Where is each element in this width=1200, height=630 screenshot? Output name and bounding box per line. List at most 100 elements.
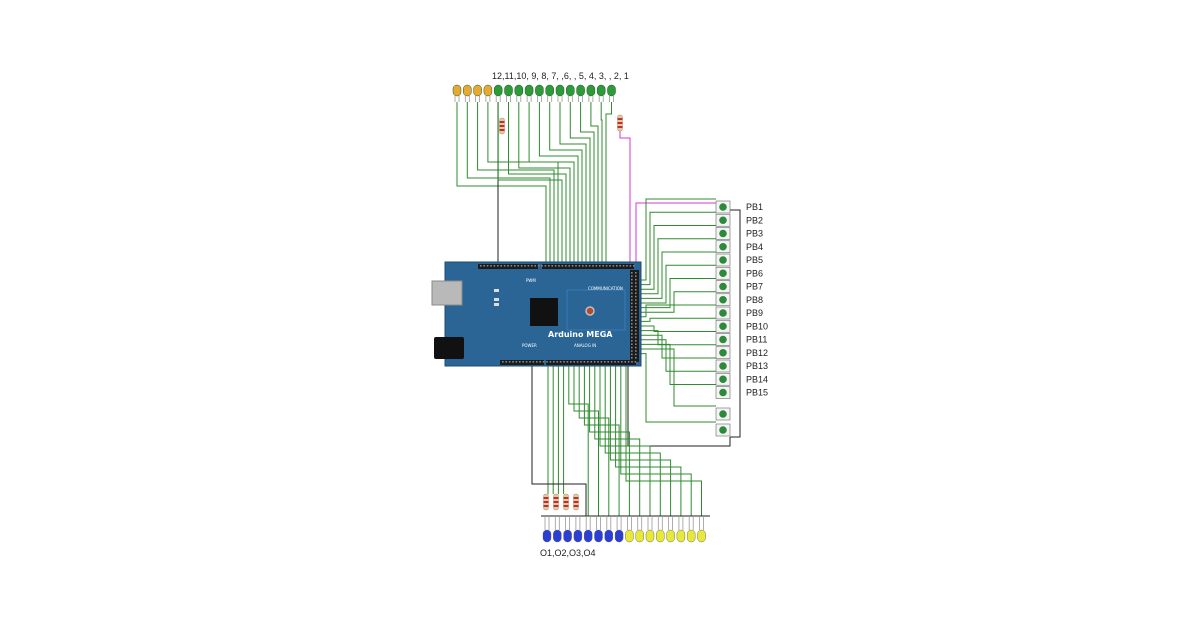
pin bbox=[599, 265, 601, 267]
pin bbox=[631, 361, 633, 363]
wire-pushbutton bbox=[637, 238, 716, 295]
blue-led bbox=[584, 516, 593, 543]
resistor-band bbox=[543, 501, 549, 503]
pin bbox=[524, 265, 526, 267]
led-dome bbox=[555, 84, 565, 97]
pin bbox=[583, 361, 586, 363]
led-tx-icon bbox=[494, 298, 499, 301]
pin bbox=[483, 265, 485, 267]
pushbutton-label: PB1 bbox=[746, 202, 763, 212]
pin bbox=[542, 361, 545, 363]
led-dome bbox=[607, 84, 616, 97]
pushbutton: PB2 bbox=[715, 213, 763, 227]
pin bbox=[631, 306, 633, 308]
wire-pushbutton bbox=[637, 317, 716, 322]
bottom-led-row bbox=[542, 516, 706, 543]
led-dome bbox=[535, 84, 544, 97]
green-led bbox=[504, 84, 513, 102]
pushbutton-label: PB13 bbox=[746, 361, 768, 371]
pin bbox=[635, 346, 637, 349]
yellow-led bbox=[687, 516, 696, 543]
orange-led bbox=[463, 84, 472, 102]
pushbutton bbox=[715, 407, 731, 421]
pin bbox=[612, 265, 615, 267]
pin bbox=[553, 361, 555, 363]
resistor-band bbox=[563, 505, 569, 507]
pin bbox=[621, 361, 623, 363]
resistor-band bbox=[617, 126, 623, 128]
wire-top-green bbox=[559, 102, 587, 264]
pin bbox=[558, 265, 560, 267]
pin bbox=[600, 361, 603, 363]
pushbutton-label: PB7 bbox=[746, 282, 763, 292]
led-l-icon bbox=[494, 289, 499, 292]
comm-chip-icon bbox=[566, 289, 626, 331]
wire-top-green bbox=[590, 102, 599, 264]
usb-connector-icon bbox=[431, 280, 463, 306]
pin bbox=[575, 265, 577, 267]
bottom-resistor-2 bbox=[553, 493, 559, 511]
pin bbox=[582, 265, 584, 267]
pin bbox=[631, 319, 633, 322]
pin bbox=[635, 357, 637, 359]
pushbutton: PB3 bbox=[715, 227, 763, 240]
pin bbox=[627, 361, 630, 363]
yellow-led bbox=[635, 516, 644, 543]
led-dome bbox=[604, 529, 613, 543]
pin bbox=[617, 361, 620, 363]
pushbutton: PB8 bbox=[715, 293, 763, 307]
top-resistor-right bbox=[617, 114, 623, 132]
pin bbox=[510, 265, 513, 267]
pin bbox=[493, 265, 496, 267]
pin bbox=[554, 265, 557, 267]
pin bbox=[607, 361, 609, 363]
pushbutton-label: PB11 bbox=[746, 335, 767, 345]
pin bbox=[576, 361, 579, 363]
top-resistor-left bbox=[499, 117, 505, 135]
pin bbox=[559, 361, 562, 363]
wire-bottom-ground bbox=[531, 366, 587, 516]
pin bbox=[631, 295, 633, 298]
pin bbox=[592, 265, 594, 267]
pushbutton: PB13 bbox=[715, 359, 768, 373]
wire-bottom bbox=[615, 366, 682, 516]
pin bbox=[614, 361, 616, 363]
wire-bottom bbox=[583, 366, 620, 516]
pin bbox=[635, 343, 637, 345]
pin bbox=[519, 361, 521, 363]
pushbutton-label: PB5 bbox=[746, 255, 763, 265]
pushbutton-cap bbox=[719, 295, 727, 304]
pin bbox=[593, 361, 596, 363]
green-led bbox=[566, 84, 575, 102]
led-dome bbox=[473, 84, 482, 97]
pin bbox=[588, 265, 591, 267]
pushbutton-cap bbox=[719, 203, 727, 211]
pushbutton-cap bbox=[719, 282, 727, 291]
pushbutton: PB10 bbox=[715, 319, 768, 333]
pushbutton-label: PB10 bbox=[746, 321, 768, 331]
pushbutton-column: PB1PB2PB3PB4PB5PB6PB7PB8PB9PB10PB11PB12P… bbox=[715, 200, 768, 437]
blue-led bbox=[563, 516, 572, 543]
led-dome bbox=[553, 529, 562, 543]
pin bbox=[635, 289, 637, 291]
led-dome bbox=[676, 529, 686, 543]
pin bbox=[635, 353, 637, 356]
blue-led bbox=[604, 516, 613, 543]
resistor-band bbox=[563, 501, 569, 503]
pin bbox=[635, 275, 637, 277]
pin bbox=[631, 326, 633, 328]
top-led-label: 12,11,10, 9, 8, 7, ,6, , 5, 4, 3, , 2, 1 bbox=[492, 71, 629, 81]
pin bbox=[512, 361, 514, 363]
wire-pushbutton bbox=[637, 348, 716, 407]
orange-led bbox=[452, 84, 462, 102]
pushbutton-cap bbox=[719, 309, 727, 317]
pushbutton: PB4 bbox=[715, 240, 763, 254]
pushbutton-cap bbox=[719, 348, 727, 357]
pushbutton-label: PB8 bbox=[746, 295, 763, 305]
resistor-band bbox=[543, 505, 549, 507]
resistor-band bbox=[553, 505, 559, 507]
pin bbox=[622, 265, 625, 267]
pin bbox=[548, 265, 550, 267]
wire-top-green bbox=[528, 102, 575, 264]
pin bbox=[549, 361, 552, 363]
